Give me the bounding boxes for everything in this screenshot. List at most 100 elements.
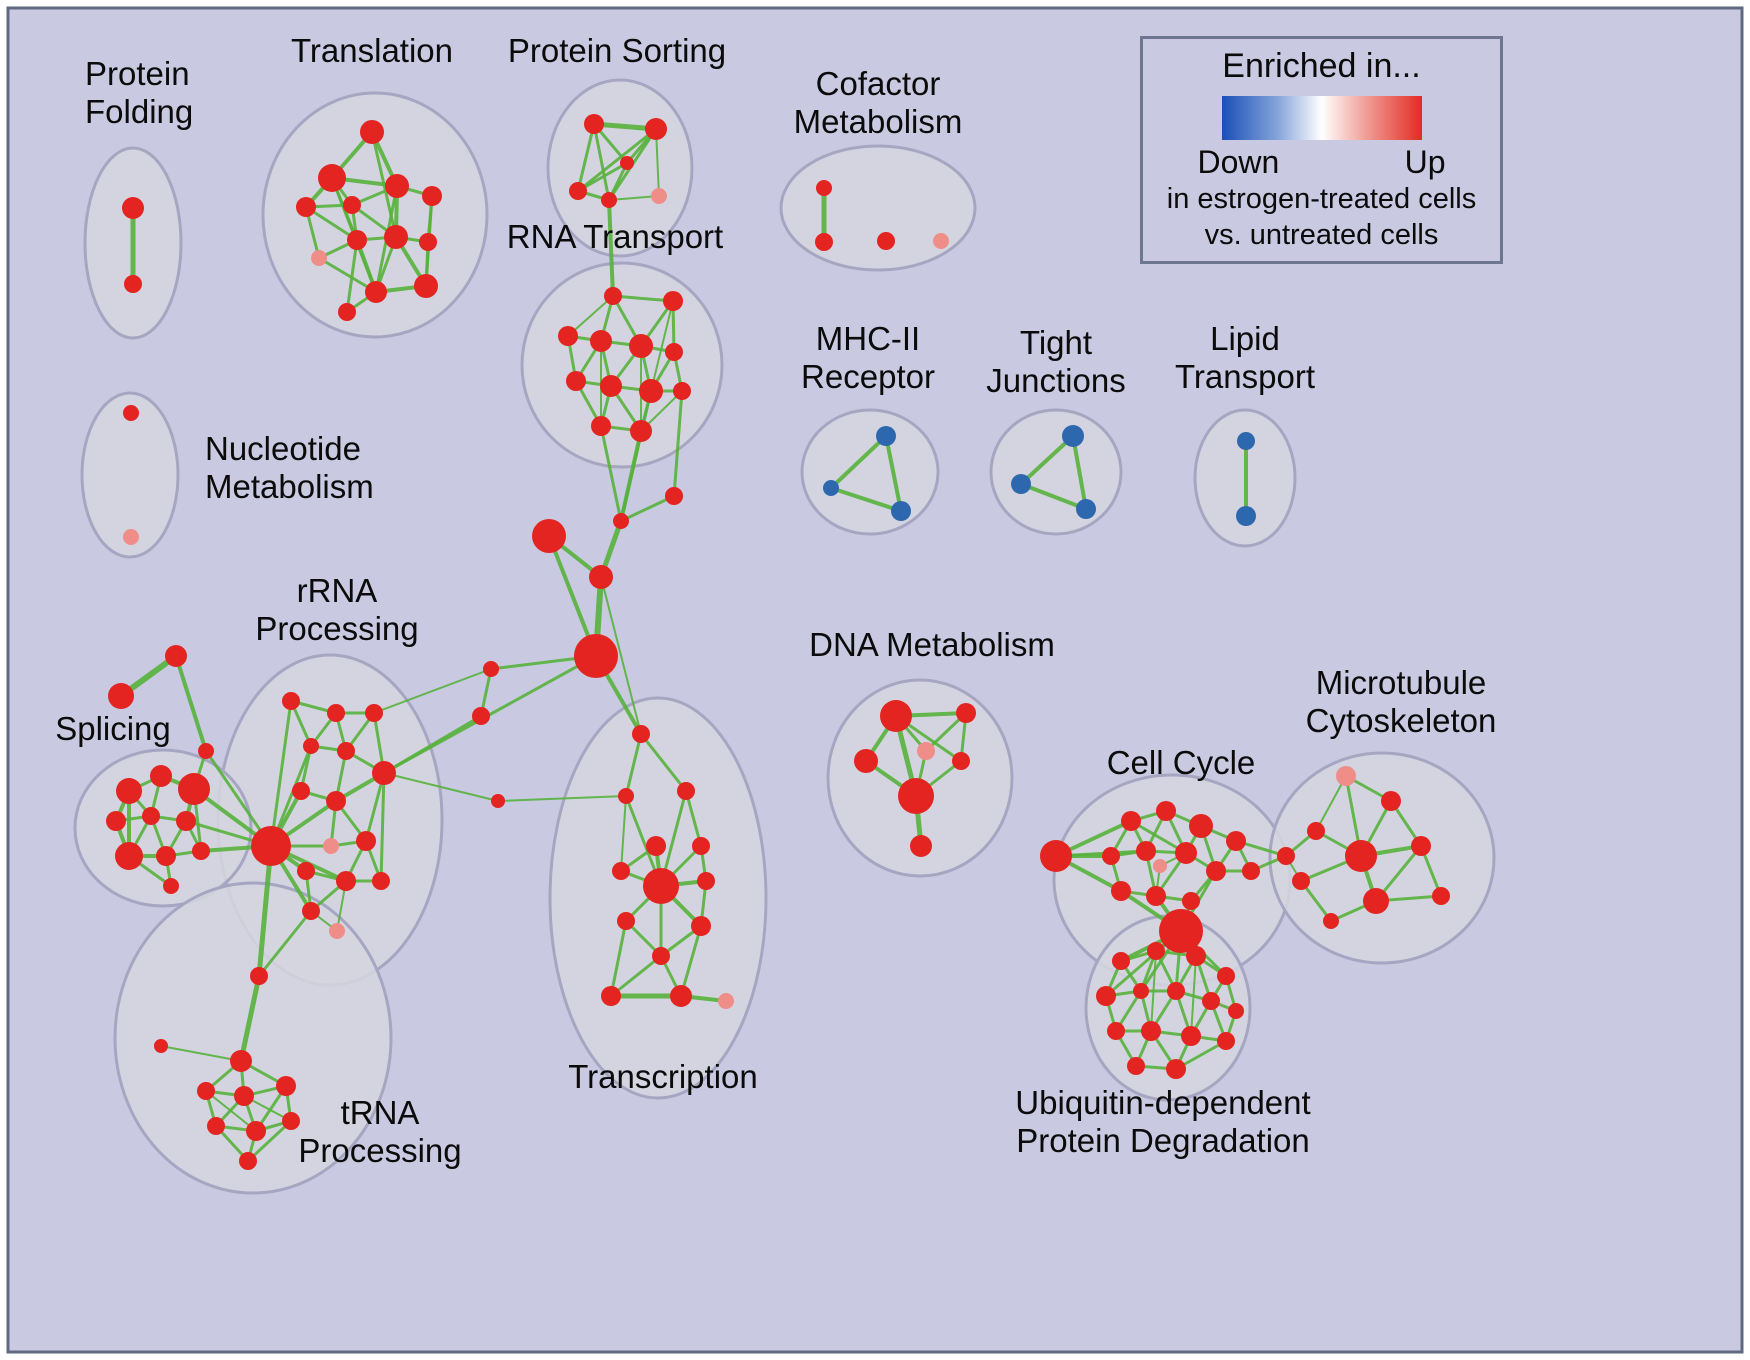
gene-set-node[interactable] (1040, 840, 1072, 872)
gene-set-node[interactable] (952, 752, 970, 770)
gene-set-node[interactable] (558, 326, 578, 346)
gene-set-node[interactable] (234, 1086, 254, 1106)
gene-set-node[interactable] (1181, 1026, 1201, 1046)
gene-set-node[interactable] (1076, 499, 1096, 519)
gene-set-node[interactable] (1141, 1021, 1161, 1041)
gene-set-node[interactable] (1159, 909, 1203, 953)
gene-set-node[interactable] (823, 480, 839, 496)
gene-set-node[interactable] (1323, 913, 1339, 929)
gene-set-node[interactable] (692, 837, 710, 855)
gene-set-node[interactable] (1062, 425, 1084, 447)
gene-set-node[interactable] (645, 118, 667, 140)
gene-set-node[interactable] (347, 230, 367, 250)
gene-set-node[interactable] (122, 197, 144, 219)
gene-set-node[interactable] (574, 634, 618, 678)
gene-set-node[interactable] (898, 778, 934, 814)
gene-set-node[interactable] (422, 186, 442, 206)
gene-set-node[interactable] (491, 794, 505, 808)
gene-set-node[interactable] (673, 382, 691, 400)
gene-set-node[interactable] (591, 416, 611, 436)
gene-set-node[interactable] (318, 164, 346, 192)
gene-set-node[interactable] (910, 835, 932, 857)
gene-set-node[interactable] (178, 773, 210, 805)
gene-set-node[interactable] (1121, 811, 1141, 831)
gene-set-node[interactable] (1381, 791, 1401, 811)
gene-set-node[interactable] (601, 986, 621, 1006)
gene-set-node[interactable] (207, 1117, 225, 1135)
gene-set-node[interactable] (1153, 859, 1167, 873)
gene-set-node[interactable] (891, 501, 911, 521)
gene-set-node[interactable] (854, 749, 878, 773)
gene-set-node[interactable] (876, 426, 896, 446)
gene-set-node[interactable] (282, 1112, 300, 1130)
gene-set-node[interactable] (643, 868, 679, 904)
gene-set-node[interactable] (115, 842, 143, 870)
gene-set-node[interactable] (326, 791, 346, 811)
gene-set-node[interactable] (1112, 952, 1130, 970)
gene-set-node[interactable] (1156, 801, 1176, 821)
gene-set-node[interactable] (1363, 888, 1389, 914)
gene-set-node[interactable] (239, 1152, 257, 1170)
gene-set-node[interactable] (356, 831, 376, 851)
gene-set-node[interactable] (1096, 986, 1116, 1006)
gene-set-node[interactable] (197, 1082, 215, 1100)
gene-set-node[interactable] (246, 1121, 266, 1141)
gene-set-node[interactable] (384, 225, 408, 249)
gene-set-node[interactable] (365, 704, 383, 722)
gene-set-node[interactable] (1107, 1022, 1125, 1040)
gene-set-node[interactable] (1189, 814, 1213, 838)
gene-set-node[interactable] (663, 291, 683, 311)
gene-set-node[interactable] (1167, 982, 1185, 1000)
gene-set-node[interactable] (1432, 887, 1450, 905)
gene-set-node[interactable] (329, 923, 345, 939)
gene-set-node[interactable] (1182, 892, 1200, 910)
gene-set-node[interactable] (617, 912, 635, 930)
gene-set-node[interactable] (665, 487, 683, 505)
gene-set-node[interactable] (1147, 942, 1165, 960)
gene-set-node[interactable] (323, 838, 339, 854)
gene-set-node[interactable] (569, 182, 587, 200)
gene-set-node[interactable] (311, 250, 327, 266)
gene-set-node[interactable] (618, 788, 634, 804)
gene-set-node[interactable] (419, 233, 437, 251)
gene-set-node[interactable] (590, 330, 612, 352)
gene-set-node[interactable] (1166, 1059, 1186, 1079)
gene-set-node[interactable] (163, 878, 179, 894)
gene-set-node[interactable] (665, 343, 683, 361)
gene-set-node[interactable] (156, 846, 176, 866)
gene-set-node[interactable] (532, 519, 566, 553)
gene-set-node[interactable] (880, 700, 912, 732)
gene-set-node[interactable] (604, 287, 622, 305)
gene-set-node[interactable] (1411, 836, 1431, 856)
gene-set-node[interactable] (1202, 992, 1220, 1010)
gene-set-node[interactable] (1206, 861, 1226, 881)
gene-set-node[interactable] (1011, 474, 1031, 494)
gene-set-node[interactable] (116, 778, 142, 804)
gene-set-node[interactable] (1228, 1003, 1244, 1019)
gene-set-node[interactable] (337, 742, 355, 760)
gene-set-node[interactable] (142, 807, 160, 825)
gene-set-node[interactable] (124, 275, 142, 293)
gene-set-node[interactable] (816, 180, 832, 196)
gene-set-node[interactable] (1111, 881, 1131, 901)
gene-set-node[interactable] (601, 192, 617, 208)
gene-set-node[interactable] (1217, 1032, 1235, 1050)
gene-set-node[interactable] (108, 683, 134, 709)
gene-set-node[interactable] (1186, 946, 1206, 966)
gene-set-node[interactable] (123, 529, 139, 545)
gene-set-node[interactable] (1236, 506, 1256, 526)
gene-set-node[interactable] (123, 405, 139, 421)
gene-set-node[interactable] (670, 985, 692, 1007)
gene-set-node[interactable] (646, 836, 666, 856)
gene-set-node[interactable] (613, 513, 629, 529)
gene-set-node[interactable] (250, 967, 268, 985)
gene-set-node[interactable] (1146, 886, 1166, 906)
gene-set-node[interactable] (472, 707, 490, 725)
gene-set-node[interactable] (198, 743, 214, 759)
gene-set-node[interactable] (630, 420, 652, 442)
gene-set-node[interactable] (1242, 862, 1260, 880)
gene-set-node[interactable] (1133, 983, 1149, 999)
gene-set-node[interactable] (150, 765, 172, 787)
gene-set-node[interactable] (589, 565, 613, 589)
gene-set-node[interactable] (933, 233, 949, 249)
